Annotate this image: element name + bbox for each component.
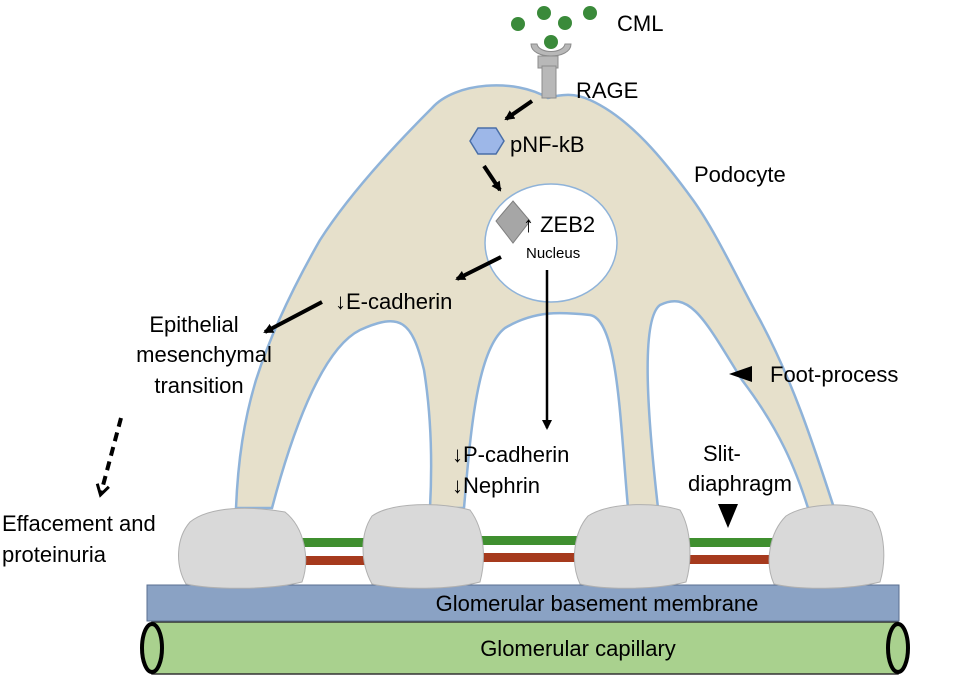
slit-green-1 — [300, 538, 372, 547]
p-cadherin-label: ↓P-cadherin — [452, 442, 569, 467]
slit-diaphragm-label: Slit- diaphragm — [688, 441, 792, 496]
glomerular-capillary: Glomerular capillary — [140, 621, 910, 675]
zeb2-diamond-icon — [495, 200, 531, 244]
arrow-rage-to-pnfkb — [504, 99, 534, 121]
slit-line-2: diaphragm — [688, 471, 792, 496]
glomerular-basement-membrane: Glomerular basement membrane — [146, 584, 900, 622]
cml-dot-4 — [583, 6, 597, 20]
capillary-tube — [151, 621, 899, 675]
cml-label: CML — [617, 11, 663, 36]
slit-line-1: Slit- — [703, 441, 741, 466]
nucleus-membrane — [484, 183, 618, 303]
gbm-band — [146, 584, 900, 622]
gbm-label: Glomerular basement membrane — [436, 591, 759, 616]
e-cadherin-label: ↓E-cadherin — [335, 289, 452, 314]
pathway-arrows — [95, 99, 552, 498]
emt-line-3: transition — [154, 373, 243, 398]
outcome-label: Effacement and proteinuria — [2, 511, 156, 567]
pnfkb-label: pNF-kB — [510, 132, 585, 157]
cml-dot-2 — [537, 6, 551, 20]
emt-label: Epithelial mesenchymal transition — [136, 312, 272, 398]
rage-receptor: RAGE — [530, 43, 638, 103]
slit-green-3 — [676, 538, 784, 547]
podocyte-label: Podocyte — [694, 162, 786, 187]
arrow-emt-to-effacement — [95, 417, 123, 498]
capillary-label: Glomerular capillary — [480, 636, 676, 661]
foot-pad-4 — [768, 504, 885, 589]
rage-stem — [541, 65, 557, 99]
cml-ligands: CML — [511, 6, 663, 49]
cml-dot-5 — [544, 35, 558, 49]
slit-green-2 — [478, 536, 586, 545]
capillary-right-opening — [886, 622, 910, 674]
pnfkb-hexagon-icon — [469, 127, 505, 155]
pnfkb-node: pNF-kB — [469, 127, 585, 157]
foot-pad-3 — [574, 504, 691, 589]
cml-dot-3 — [558, 16, 572, 30]
capillary-left-opening — [140, 622, 164, 674]
foot-process-label: Foot-process — [770, 362, 898, 387]
emt-line-1: Epithelial — [149, 312, 238, 337]
slit-red-3 — [676, 555, 784, 564]
foot-pad-1 — [178, 507, 307, 589]
foot-process-pointer-icon — [729, 366, 752, 382]
outcome-line-1: Effacement and — [2, 511, 156, 536]
nucleus-label: Nucleus — [526, 245, 580, 262]
nephrin-label: ↓Nephrin — [452, 473, 540, 498]
slit-red-2 — [478, 553, 586, 562]
slit-diaphragm-lines — [300, 536, 784, 565]
cml-dot-1 — [511, 17, 525, 31]
emt-line-2: mesenchymal — [136, 342, 272, 367]
rage-label: RAGE — [576, 78, 638, 103]
slit-red-1 — [300, 556, 372, 565]
zeb2-label: ↑ ZEB2 — [523, 212, 595, 237]
nucleus: ↑ ZEB2 Nucleus — [484, 183, 618, 303]
arrow-ecadherin-to-emt — [263, 300, 323, 334]
slit-diaphragm-pointer-icon — [718, 504, 738, 528]
arrow-nucleus-to-ecadherin — [455, 255, 502, 281]
rage-binding-cup — [530, 43, 572, 57]
foot-process-pads — [178, 504, 885, 589]
outcome-line-2: proteinuria — [2, 542, 107, 567]
foot-pad-2 — [362, 504, 484, 589]
arrow-pnfkb-to-nucleus — [482, 164, 502, 192]
